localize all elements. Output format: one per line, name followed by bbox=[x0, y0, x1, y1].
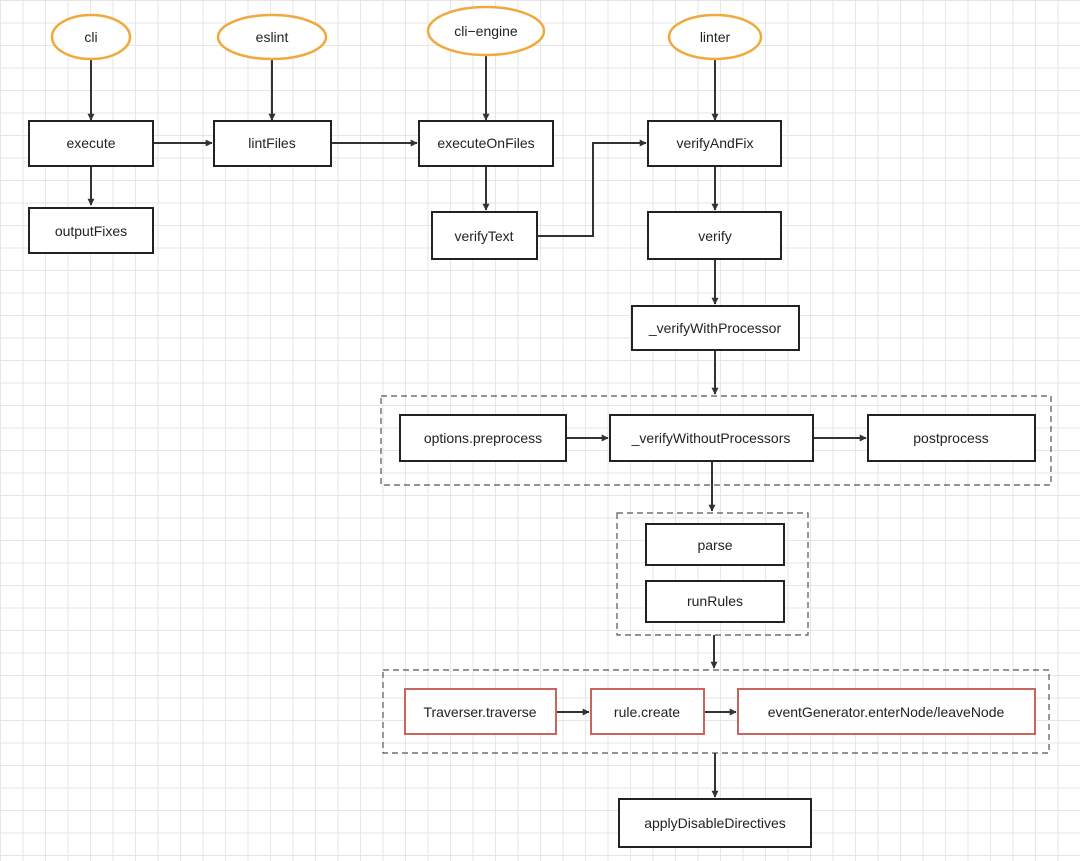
node-verify-and-fix: verifyAndFix bbox=[647, 120, 782, 167]
node-lint-files-label: lintFiles bbox=[248, 135, 295, 151]
processor-group bbox=[380, 395, 1052, 486]
node-run-rules: runRules bbox=[645, 580, 785, 623]
node-execute: execute bbox=[28, 120, 154, 167]
node-postprocess-label: postprocess bbox=[913, 430, 988, 446]
node-output-fixes: outputFixes bbox=[28, 207, 154, 254]
module-cli-engine-label: cli−engine bbox=[454, 23, 518, 39]
node-rule-create-label: rule.create bbox=[614, 704, 680, 720]
module-cli: cli bbox=[50, 13, 132, 61]
node-verify: verify bbox=[647, 211, 782, 260]
node-verify-with-processor-label: _verifyWithProcessor bbox=[648, 320, 782, 336]
node-options-preprocess-label: options.preprocess bbox=[424, 430, 542, 446]
node-apply-disable-directives: applyDisableDirectives bbox=[618, 798, 812, 848]
node-verify-text: verifyText bbox=[431, 211, 538, 260]
node-execute-on-files: executeOnFiles bbox=[418, 120, 554, 167]
node-verify-label: verify bbox=[698, 228, 731, 244]
node-verify-without-processors: _verifyWithoutProcessors bbox=[609, 414, 814, 462]
node-traverser-traverse: Traverser.traverse bbox=[404, 688, 557, 735]
node-apply-disable-directives-label: applyDisableDirectives bbox=[644, 815, 786, 831]
node-verify-with-processor: _verifyWithProcessor bbox=[631, 305, 800, 351]
module-linter: linter bbox=[667, 13, 763, 61]
edge-verifytext-verifyandfix bbox=[537, 139, 647, 237]
node-run-rules-label: runRules bbox=[687, 593, 743, 609]
node-execute-on-files-label: executeOnFiles bbox=[437, 135, 534, 151]
node-parse: parse bbox=[645, 523, 785, 566]
node-rule-create: rule.create bbox=[590, 688, 705, 735]
node-verify-text-label: verifyText bbox=[454, 228, 513, 244]
node-event-generator: eventGenerator.enterNode/leaveNode bbox=[737, 688, 1036, 735]
node-parse-label: parse bbox=[697, 537, 732, 553]
module-cli-engine: cli−engine bbox=[426, 5, 546, 57]
node-execute-label: execute bbox=[66, 135, 115, 151]
node-postprocess: postprocess bbox=[867, 414, 1036, 462]
edges bbox=[87, 55, 867, 798]
node-options-preprocess: options.preprocess bbox=[399, 414, 567, 462]
module-linter-label: linter bbox=[700, 29, 731, 45]
node-verify-without-processors-label: _verifyWithoutProcessors bbox=[631, 430, 791, 446]
node-lint-files: lintFiles bbox=[213, 120, 332, 167]
module-cli-label: cli bbox=[84, 29, 97, 45]
node-verify-and-fix-label: verifyAndFix bbox=[676, 135, 753, 151]
module-eslint-label: eslint bbox=[256, 29, 289, 45]
node-event-generator-label: eventGenerator.enterNode/leaveNode bbox=[768, 704, 1005, 720]
module-eslint: eslint bbox=[216, 13, 328, 61]
parse-run-group bbox=[616, 512, 809, 636]
node-output-fixes-label: outputFixes bbox=[55, 223, 127, 239]
node-traverser-traverse-label: Traverser.traverse bbox=[423, 704, 536, 720]
